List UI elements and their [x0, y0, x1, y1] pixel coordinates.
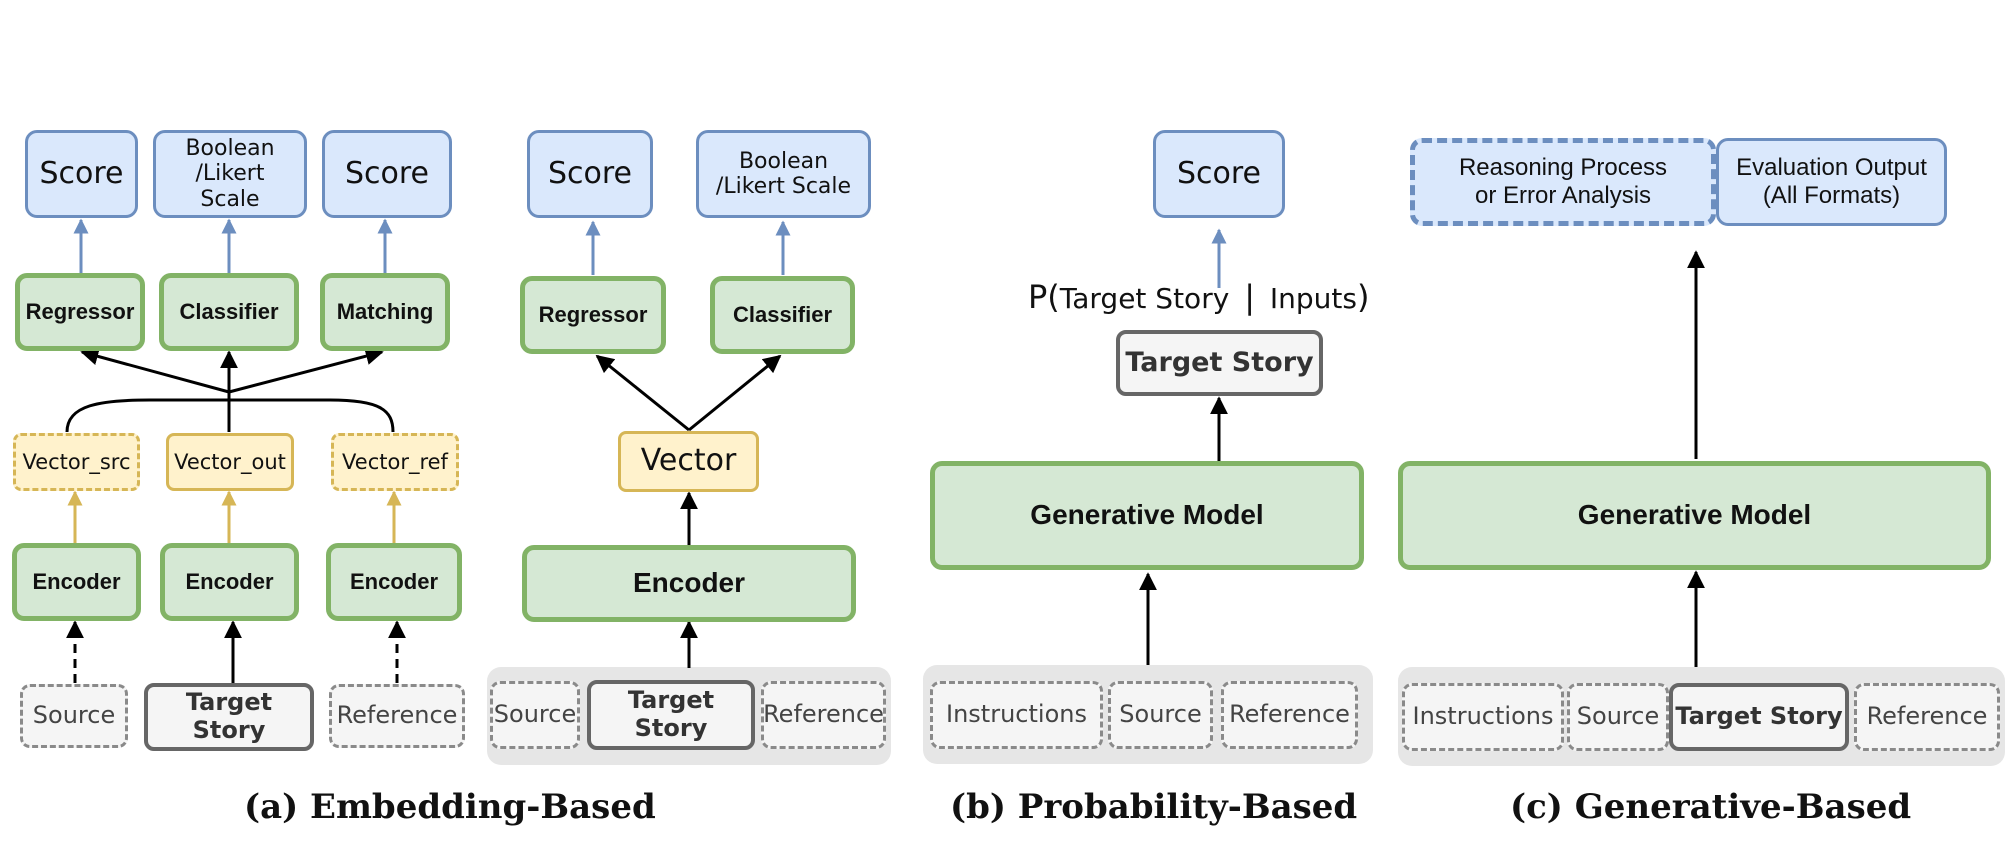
input-target-story: Target Story — [144, 683, 314, 751]
prob-suffix: ) — [1356, 278, 1370, 316]
regressor-head: Regressor — [15, 273, 145, 351]
reasoning-process-box: Reasoning Process or Error Analysis — [1410, 138, 1716, 226]
arrow-vector-classifier2 — [688, 354, 782, 432]
caption-generative-based: (c) Generative-Based — [1510, 787, 1912, 827]
vector-merge-curve — [65, 398, 395, 433]
output-score-3: Score — [527, 130, 653, 218]
matching-head: Matching — [320, 273, 450, 351]
arrow-merge-matching — [228, 347, 384, 394]
target-story-b: Target Story — [1116, 330, 1323, 396]
prob-prefix: P( — [1028, 278, 1060, 316]
caption-embedding-based: (a) Embedding-Based — [244, 787, 656, 827]
encoder-3: Encoder — [326, 543, 462, 621]
encoder-2: Encoder — [160, 543, 299, 621]
output-boolean-likert-scale-2: Boolean /Likert Scale — [696, 130, 871, 218]
vector-ref: Vector_ref — [331, 433, 459, 491]
arrow-merge-regressor — [80, 347, 230, 394]
vector: Vector — [618, 431, 759, 492]
input-source-2: Source — [490, 681, 580, 749]
regressor-head-2: Regressor — [520, 276, 666, 354]
arrow-vector-regressor2 — [595, 354, 690, 432]
prob-inputs: Inputs — [1269, 282, 1357, 315]
prob-target: Target Story — [1059, 282, 1230, 315]
input-instructions-b: Instructions — [930, 681, 1103, 749]
caption-probability-based: (b) Probability-Based — [950, 787, 1358, 827]
input-target-story-c: Target Story — [1669, 683, 1849, 751]
encoder-shared: Encoder — [522, 545, 856, 622]
classifier-head-2: Classifier — [710, 276, 855, 354]
generative-model-c: Generative Model — [1398, 461, 1991, 570]
output-boolean-likert-scale: Boolean /Likert Scale — [153, 130, 307, 218]
input-reference-2: Reference — [761, 681, 886, 749]
input-source: Source — [20, 684, 128, 748]
input-reference: Reference — [329, 684, 465, 748]
input-source-c: Source — [1567, 683, 1669, 751]
input-source-b: Source — [1108, 681, 1213, 749]
input-target-story-2: Target Story — [587, 680, 755, 750]
output-score-1: Score — [25, 130, 138, 218]
output-score-2: Score — [322, 130, 452, 218]
vector-src: Vector_src — [13, 433, 140, 491]
encoder-1: Encoder — [12, 543, 141, 621]
vector-out: Vector_out — [166, 433, 294, 491]
classifier-head: Classifier — [159, 273, 299, 351]
generative-model-b: Generative Model — [930, 461, 1364, 570]
input-instructions-c: Instructions — [1402, 683, 1564, 751]
probability-expression: P(Target Story | Inputs) — [1028, 278, 1369, 316]
input-reference-c: Reference — [1854, 683, 2000, 751]
input-reference-b: Reference — [1221, 681, 1358, 749]
output-score-b: Score — [1153, 130, 1285, 218]
prob-separator: | — [1244, 278, 1255, 316]
evaluation-output-box: Evaluation Output (All Formats) — [1716, 138, 1947, 226]
